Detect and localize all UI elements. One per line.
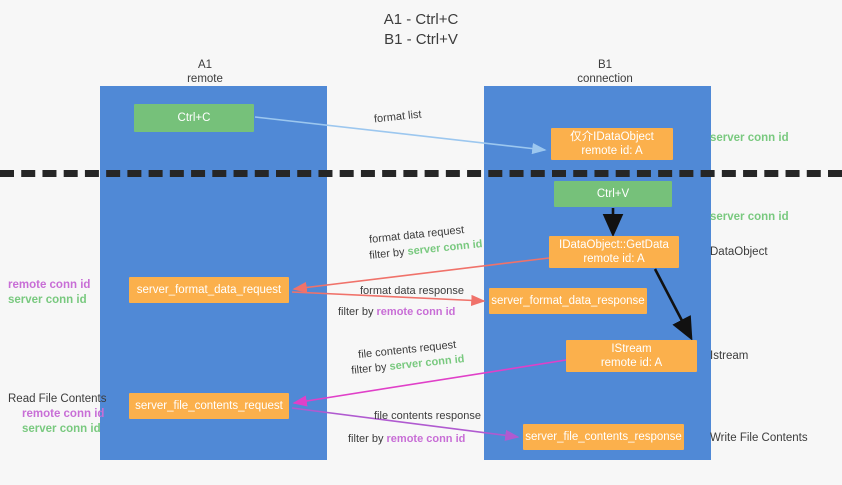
lane-a1-sublabel: remote: [187, 73, 223, 85]
annotation-write-file-contents: Write File Contents: [710, 431, 808, 446]
annotation-server-conn-id-top-label: server conn id: [710, 132, 789, 144]
lane-a1-name: A1: [197, 59, 213, 71]
annotation-server-conn-id-mid: server conn id: [710, 210, 789, 225]
edge-label-format-data-response-filter: filter by remote conn id: [338, 305, 455, 320]
title-line-1: A1 - Ctrl+C: [383, 11, 459, 28]
node-server-format-data-request[interactable]: server_format_data_request: [129, 277, 289, 303]
filter-value-remote-conn-id: remote conn id: [376, 306, 456, 318]
annotation-server-conn-id-top: server conn id: [710, 131, 789, 146]
lane-header-b1: B1 connection: [530, 58, 680, 86]
annotation-istream: Istream: [710, 349, 748, 364]
phase-divider: [0, 170, 842, 177]
annotation-read-file-contents-group: Read File Contents remote conn id server…: [8, 392, 106, 437]
node-idataobject-getdata[interactable]: IDataObject::GetData remote id: A: [549, 236, 679, 268]
node-getdata-line1: IDataObject::GetData: [559, 239, 669, 251]
lane-header-a1: A1 remote: [130, 58, 280, 86]
node-istream-line2: remote id: A: [600, 357, 663, 369]
annotation-write-file-contents-label: Write File Contents: [710, 432, 808, 444]
annotation-server-conn-id-mid-label: server conn id: [710, 211, 789, 223]
edge-label-format-list: format list: [373, 108, 423, 126]
annotation-dataobject: DataObject: [710, 245, 768, 260]
annotation-server-conn-id-2: server conn id: [22, 423, 101, 435]
annotation-istream-label: Istream: [710, 350, 749, 362]
node-ctrl-v[interactable]: Ctrl+V: [554, 181, 672, 207]
node-server-format-data-response[interactable]: server_format_data_response: [489, 288, 647, 314]
node-server-file-contents-response[interactable]: server_file_contents_response: [523, 424, 684, 450]
annotation-read-file-contents-label: Read File Contents: [8, 393, 107, 405]
filter-value-remote-conn-id: remote conn id: [386, 433, 466, 445]
node-ctrl-c-label: Ctrl+C: [177, 112, 211, 124]
node-server-format-data-response-label: server_format_data_response: [491, 295, 645, 307]
node-ctrl-c[interactable]: Ctrl+C: [134, 104, 254, 132]
node-server-format-data-request-label: server_format_data_request: [136, 284, 282, 296]
edge-label-file-contents-response: file contents response: [374, 410, 482, 422]
node-server-file-contents-request-label: server_file_contents_request: [135, 400, 283, 412]
node-getdata-line2: remote id: A: [583, 253, 645, 265]
filter-prefix: filter by: [338, 306, 377, 318]
node-server-file-contents-request[interactable]: server_file_contents_request: [129, 393, 289, 419]
page-title: A1 - Ctrl+C B1 - Ctrl+V: [0, 10, 842, 50]
node-istream-line1: IStream: [611, 343, 652, 355]
filter-prefix: filter by: [368, 245, 409, 262]
node-server-file-contents-response-label: server_file_contents_response: [525, 431, 682, 443]
node-istream[interactable]: IStream remote id: A: [566, 340, 697, 372]
title-line-2: B1 - Ctrl+V: [384, 31, 458, 48]
edge-label-format-data-response: format data response: [360, 285, 464, 297]
filter-prefix: filter by: [348, 433, 387, 445]
annotation-dataobject-label: DataObject: [710, 246, 768, 258]
annotation-remote-conn-id-2: remote conn id: [22, 408, 105, 420]
node-idataobject-line2: remote id: A: [581, 145, 643, 157]
lane-b1-name: B1: [597, 59, 613, 71]
annotation-remote-conn-id-1: remote conn id: [8, 279, 91, 291]
filter-prefix: filter by: [350, 360, 391, 377]
node-idataobject-line1: 仅介IDataObject: [570, 131, 654, 143]
node-ctrl-v-label: Ctrl+V: [596, 188, 630, 200]
lane-b1-sublabel: connection: [577, 73, 633, 85]
edge-label-file-contents-response-filter: filter by remote conn id: [348, 432, 465, 447]
annotation-server-conn-id-1: server conn id: [8, 294, 87, 306]
node-idataobject[interactable]: 仅介IDataObject remote id: A: [551, 128, 673, 160]
annotation-conn-ids-upper: remote conn id server conn id: [8, 278, 90, 308]
